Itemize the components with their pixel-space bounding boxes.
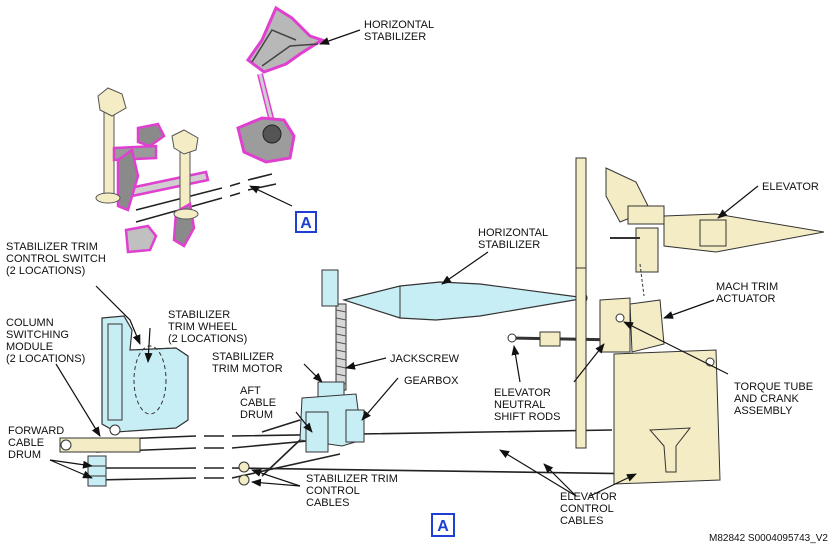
overview-cable-run [128,170,210,198]
label-column-switching-module: COLUMN SWITCHING MODULE (2 LOCATIONS) [6,317,85,365]
label-elevator: ELEVATOR [762,181,819,193]
elevator-mechanism [575,157,825,485]
label-stab-trim-motor: STABILIZER TRIM MOTOR [212,351,283,375]
overview-illustration: A [95,5,326,254]
leader-lines [49,29,759,497]
label-forward-cable-drum: FORWARD CABLE DRUM [8,425,67,461]
label-mach-trim-actuator: MACH TRIM ACTUATOR [716,281,781,305]
detail-title-box [431,513,455,537]
elevator-surface [663,213,825,253]
detail-title-letter: A [437,518,449,535]
mach-trim-actuator-body [629,299,665,353]
label-horizontal-stabilizer-top: HORIZONTAL STABILIZER [364,19,437,43]
figure-reference: M82842 S0004095743_V2 [709,533,828,544]
jackscrew-assembly [299,269,365,453]
label-torque-tube-crank: TORQUE TUBE AND CRANK ASSEMBLY [734,381,816,417]
label-stab-trim-control-switch: STABILIZER TRIM CONTROL SWITCH (2 LOCATI… [6,241,109,277]
overview-callout-leader [249,185,293,207]
detail-ref-letter: A [300,215,312,232]
cable-pulley-1 [238,461,250,473]
label-elevator-neutral-shift-rods: ELEVATOR NEUTRAL SHIFT RODS [494,387,560,423]
control-cables [95,419,651,481]
detail-ref-box [295,211,317,233]
label-elevator-control-cables: ELEVATOR CONTROL CABLES [560,491,620,527]
overview-stabilizer [236,5,326,164]
cable-pulley-2 [238,474,250,486]
label-aft-cable-drum: AFT CABLE DRUM [240,385,279,421]
horizontal-stabilizer [341,281,588,321]
label-horizontal-stabilizer-mid: HORIZONTAL STABILIZER [478,227,551,251]
label-gearbox: GEARBOX [404,375,459,387]
label-stab-trim-wheel: STABILIZER TRIM WHEEL (2 LOCATIONS) [168,309,247,345]
label-jackscrew: JACKSCREW [390,353,460,365]
label-stab-trim-control-cables: STABILIZER TRIM CONTROL CABLES [306,473,401,509]
overview-control-columns [95,87,199,254]
